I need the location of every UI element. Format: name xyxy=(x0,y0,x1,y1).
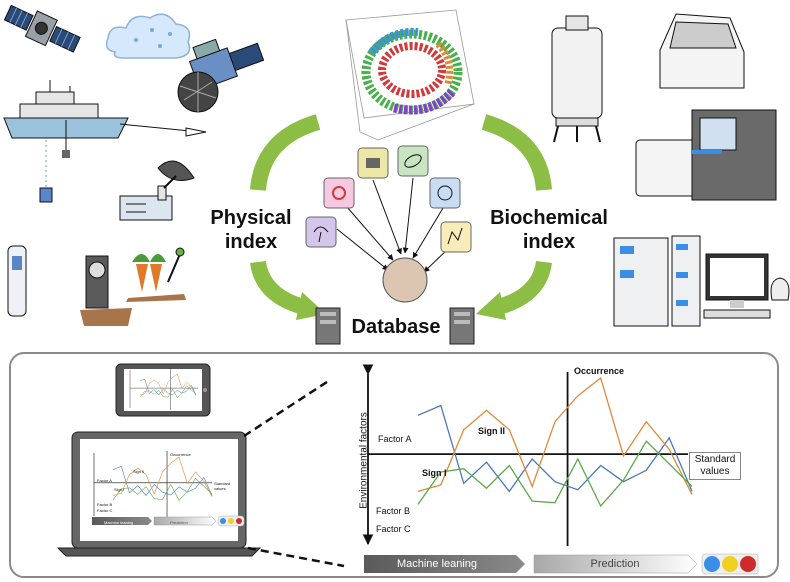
mini-values-label: values xyxy=(214,486,226,491)
mini-prediction-arrow xyxy=(153,516,217,526)
biochemical-index-line1: Biochemical xyxy=(490,207,608,229)
biochemical-index-label: Biochemical index xyxy=(484,206,614,254)
biochemical-index-line2: index xyxy=(522,231,576,253)
mini-machine-learning-arrow xyxy=(92,517,152,525)
research-ship-icon xyxy=(3,80,207,203)
occurrence-label: Occurrence xyxy=(574,366,625,376)
green-cycle-arrows xyxy=(250,114,552,320)
mini-series-factor-b xyxy=(112,456,213,497)
main-series-factor-c xyxy=(417,440,693,508)
zoom-line-bottom xyxy=(247,546,345,568)
main-status-dot-yellow xyxy=(722,556,738,572)
tablet-micro-chart xyxy=(129,368,198,410)
mini-occurrence-label: Occurrence xyxy=(170,452,191,457)
sign-1-label: Sign I xyxy=(422,468,447,478)
main-series-factor-a xyxy=(417,404,693,493)
satellite-icon xyxy=(3,4,81,53)
machine-learning-bar-label: Machine leaning xyxy=(396,558,478,570)
mini-standard-label: Standard xyxy=(214,481,231,486)
mini-status-dot-blue xyxy=(220,518,226,524)
mini-sign-2-label: Sign II xyxy=(133,469,145,474)
physical-index-line2: index xyxy=(224,231,278,253)
factor-a-label: Factor A xyxy=(378,434,412,444)
main-status-dot-blue xyxy=(704,556,720,572)
server-icon-left xyxy=(315,307,341,345)
mini-status-dot-red xyxy=(236,518,242,524)
micro-series-factor-a xyxy=(139,378,197,396)
3d-scatter-plot xyxy=(345,9,475,141)
satellite-dish-icon xyxy=(177,38,265,113)
standard-values-line2: values xyxy=(700,466,730,477)
hplc-workstation-icon xyxy=(613,235,790,327)
chart-ylabel: Environmental factors xyxy=(358,412,370,509)
handheld-sensor-icon xyxy=(7,245,27,317)
cloud-icon xyxy=(105,13,191,59)
standard-values-line1: Standard xyxy=(694,454,736,465)
mini-sign-1-label: Sign I xyxy=(114,487,125,492)
mini-series-factor-c xyxy=(112,477,213,501)
zoom-line-top xyxy=(243,378,331,438)
mini-factor-c-label: Factor C xyxy=(97,508,113,513)
mini-factor-a-label: Factor A xyxy=(97,478,112,483)
server-icon-right xyxy=(449,307,475,345)
tablet-icon xyxy=(115,363,211,417)
benchtop-analyzer-icon xyxy=(659,13,745,89)
data-node-network xyxy=(305,145,472,303)
mini-status-dot-yellow xyxy=(228,518,234,524)
physical-index-line1: Physical xyxy=(210,207,292,229)
laptop-icon xyxy=(56,431,262,557)
soil-meter-icon xyxy=(80,247,186,326)
mini-factor-b-label: Factor B xyxy=(97,502,113,507)
mini-prediction-label: Prediction xyxy=(170,520,188,525)
micro-series-factor-b xyxy=(139,373,197,396)
main-status-dot-red xyxy=(740,556,756,572)
sign-2-label: Sign II xyxy=(478,426,505,436)
factor-b-label: Factor B xyxy=(376,506,411,516)
main-machine-learning-arrow xyxy=(364,555,525,573)
database-label: Database xyxy=(351,316,441,338)
laptop-mini-chart xyxy=(92,451,245,527)
prediction-panel-frame xyxy=(9,352,779,578)
main-series-factor-b xyxy=(417,376,693,495)
physical-index-label: Physical index xyxy=(206,206,296,254)
micro-series-factor-c xyxy=(139,385,197,399)
mini-machine-learning-label: Machine leaning xyxy=(104,520,134,525)
mass-spectrometer-icon xyxy=(635,109,777,201)
prediction-bar-label: Prediction xyxy=(590,558,640,570)
main-prediction-arrow xyxy=(533,554,698,574)
nmr-spectrometer-icon xyxy=(551,15,603,143)
mini-series-factor-a xyxy=(112,466,213,496)
radar-station-icon xyxy=(119,160,195,221)
standard-values-box: Standard values xyxy=(689,452,741,480)
factor-c-label: Factor C xyxy=(376,524,411,534)
main-line-chart xyxy=(362,364,759,575)
